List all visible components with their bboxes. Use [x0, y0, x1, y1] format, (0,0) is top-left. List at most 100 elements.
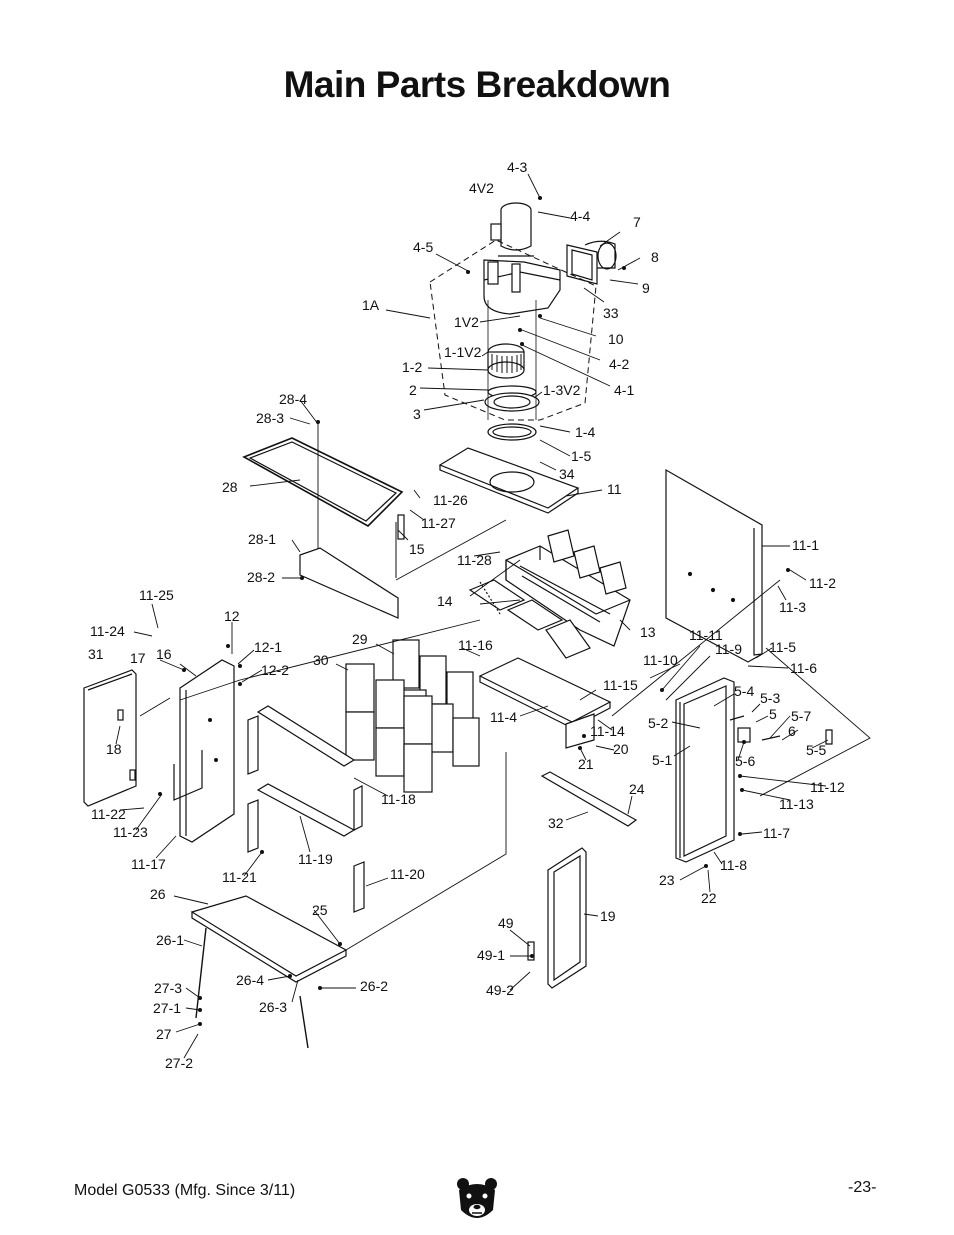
part-label: 26-1: [156, 932, 184, 948]
filter-frame-13: [505, 545, 631, 647]
part-label: 5-4: [734, 683, 754, 699]
part-label: 22: [701, 890, 717, 906]
part-label: 49: [498, 915, 514, 931]
part-label: 14: [437, 593, 453, 609]
part-label: 18: [106, 741, 122, 757]
rail-11-18: [247, 705, 363, 831]
part-label: 11-19: [298, 851, 333, 867]
part-label: 11-13: [779, 796, 814, 812]
part-label: 28-2: [247, 569, 275, 585]
front-door-19: [527, 847, 587, 989]
footer-model: Model G0533 (Mfg. Since 3/11): [74, 1182, 296, 1199]
part-label: 27-3: [154, 980, 182, 996]
part-label: 1-1V2: [444, 344, 482, 360]
page-title: Main Parts Breakdown: [283, 64, 671, 105]
leader-lines: [115, 173, 871, 1059]
part-label: 26: [150, 886, 166, 902]
part-label: 1-4: [575, 424, 595, 440]
part-label: 28-4: [279, 391, 307, 407]
part-label: 20: [613, 741, 629, 757]
part-label: 11-28: [457, 552, 492, 568]
part-label: 25: [312, 902, 328, 918]
part-label: 11-4: [490, 709, 517, 725]
part-label: 1-3V2: [543, 382, 581, 398]
part-label: 11-6: [790, 660, 817, 676]
part-label: 28-3: [256, 410, 284, 426]
hardware-dots: [158, 196, 790, 1026]
part-label: 10: [608, 331, 624, 347]
part-label: 5: [769, 706, 777, 722]
part-label: 32: [548, 815, 564, 831]
part-label: 49-1: [477, 947, 505, 963]
side-panel-11-17: [173, 659, 235, 843]
blower-outlet-7: [566, 240, 617, 285]
pleated-filters-14: [468, 529, 627, 659]
motor-4v2: [490, 202, 534, 257]
part-label: 5-6: [735, 753, 755, 769]
part-label: 34: [559, 466, 575, 482]
part-label: 26-2: [360, 978, 388, 994]
base-26: [190, 895, 348, 1049]
part-label: 5-5: [806, 742, 826, 758]
part-label: 26-3: [259, 999, 287, 1015]
prefilter-panel-28-1: [299, 547, 399, 619]
part-label: 9: [642, 280, 650, 296]
part-label: 24: [629, 781, 645, 797]
part-label: 21: [578, 756, 594, 772]
part-label: 30: [313, 652, 329, 668]
part-label: 6: [788, 723, 796, 739]
part-label: 19: [600, 908, 616, 924]
part-label: 28: [222, 479, 238, 495]
part-label: 11-12: [810, 779, 845, 795]
part-label: 5-1: [652, 752, 672, 768]
part-label: 17: [130, 650, 146, 666]
filter-cassettes-30: [345, 663, 433, 793]
part-label: 31: [88, 646, 104, 662]
part-label: 12-1: [254, 639, 282, 655]
door-latch-5: [729, 715, 833, 745]
part-label: 27-1: [153, 1000, 181, 1016]
part-label: 23: [659, 872, 675, 888]
part-label: 11-10: [643, 652, 678, 668]
part-label: 4-5: [413, 239, 433, 255]
part-label: 11-24: [90, 623, 125, 639]
part-label: 4-3: [507, 159, 527, 175]
part-label: 11-14: [590, 723, 625, 739]
part-label: 12-2: [261, 662, 289, 678]
part-label: 12: [224, 608, 240, 624]
part-label: 11-25: [139, 587, 174, 603]
part-label: 11-3: [779, 599, 806, 615]
part-label: 27-2: [165, 1055, 193, 1071]
part-label: 5-7: [791, 708, 811, 724]
part-label: 11-23: [113, 824, 148, 840]
part-label: 11-11: [689, 627, 723, 643]
part-label: 15: [409, 541, 425, 557]
part-label: 11-16: [458, 637, 493, 653]
bear-logo-icon: [457, 1178, 497, 1218]
part-label: 11-17: [131, 856, 166, 872]
part-label: 4-1: [614, 382, 634, 398]
part-label: 11-20: [390, 866, 425, 882]
part-label: 2: [409, 382, 417, 398]
part-label: 49-2: [486, 982, 514, 998]
part-label: 28-1: [248, 531, 276, 547]
part-label: 11-7: [763, 825, 790, 841]
impeller-1-1v2: [487, 343, 525, 379]
part-label: 8: [651, 249, 659, 265]
rail-11-19: [247, 783, 365, 913]
part-label: 11-5: [769, 639, 796, 655]
part-label: 3: [413, 406, 421, 422]
part-label: 11-27: [421, 515, 456, 531]
part-label: 29: [352, 631, 368, 647]
part-label: 11-8: [720, 857, 747, 873]
part-label: 13: [640, 624, 656, 640]
part-label: 11: [607, 481, 622, 497]
rail-24: [540, 771, 638, 827]
part-label: 11-15: [603, 677, 638, 693]
top-filter-frame-28: [242, 437, 404, 527]
part-label: 5-3: [760, 690, 780, 706]
part-label: 11-1: [792, 537, 819, 553]
part-label: 16: [156, 646, 172, 662]
